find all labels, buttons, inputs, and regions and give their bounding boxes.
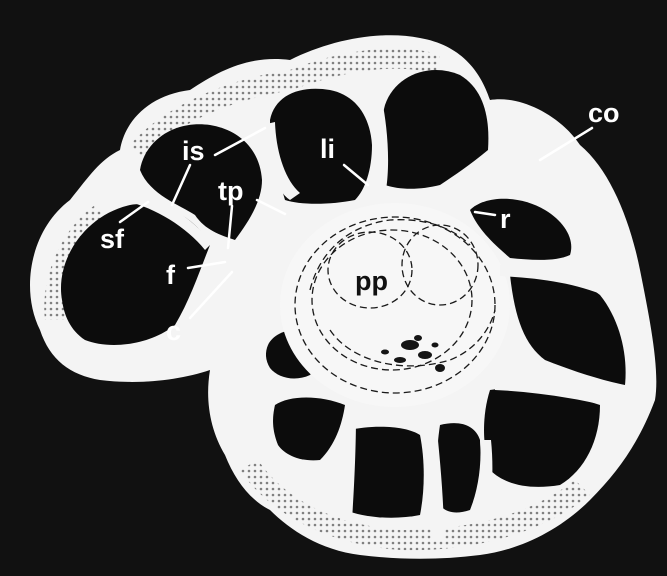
label-li: li [320,134,335,164]
label-is: is [182,136,205,166]
central-proloculus [280,203,510,407]
label-sf: sf [100,224,125,254]
label-c: c [166,316,181,346]
label-co: co [588,98,620,128]
label-f: f [166,260,176,290]
label-r: r [500,204,511,234]
proloculus-outer [280,203,510,407]
label-tp: tp [218,176,243,206]
label-pp: pp [355,266,388,296]
